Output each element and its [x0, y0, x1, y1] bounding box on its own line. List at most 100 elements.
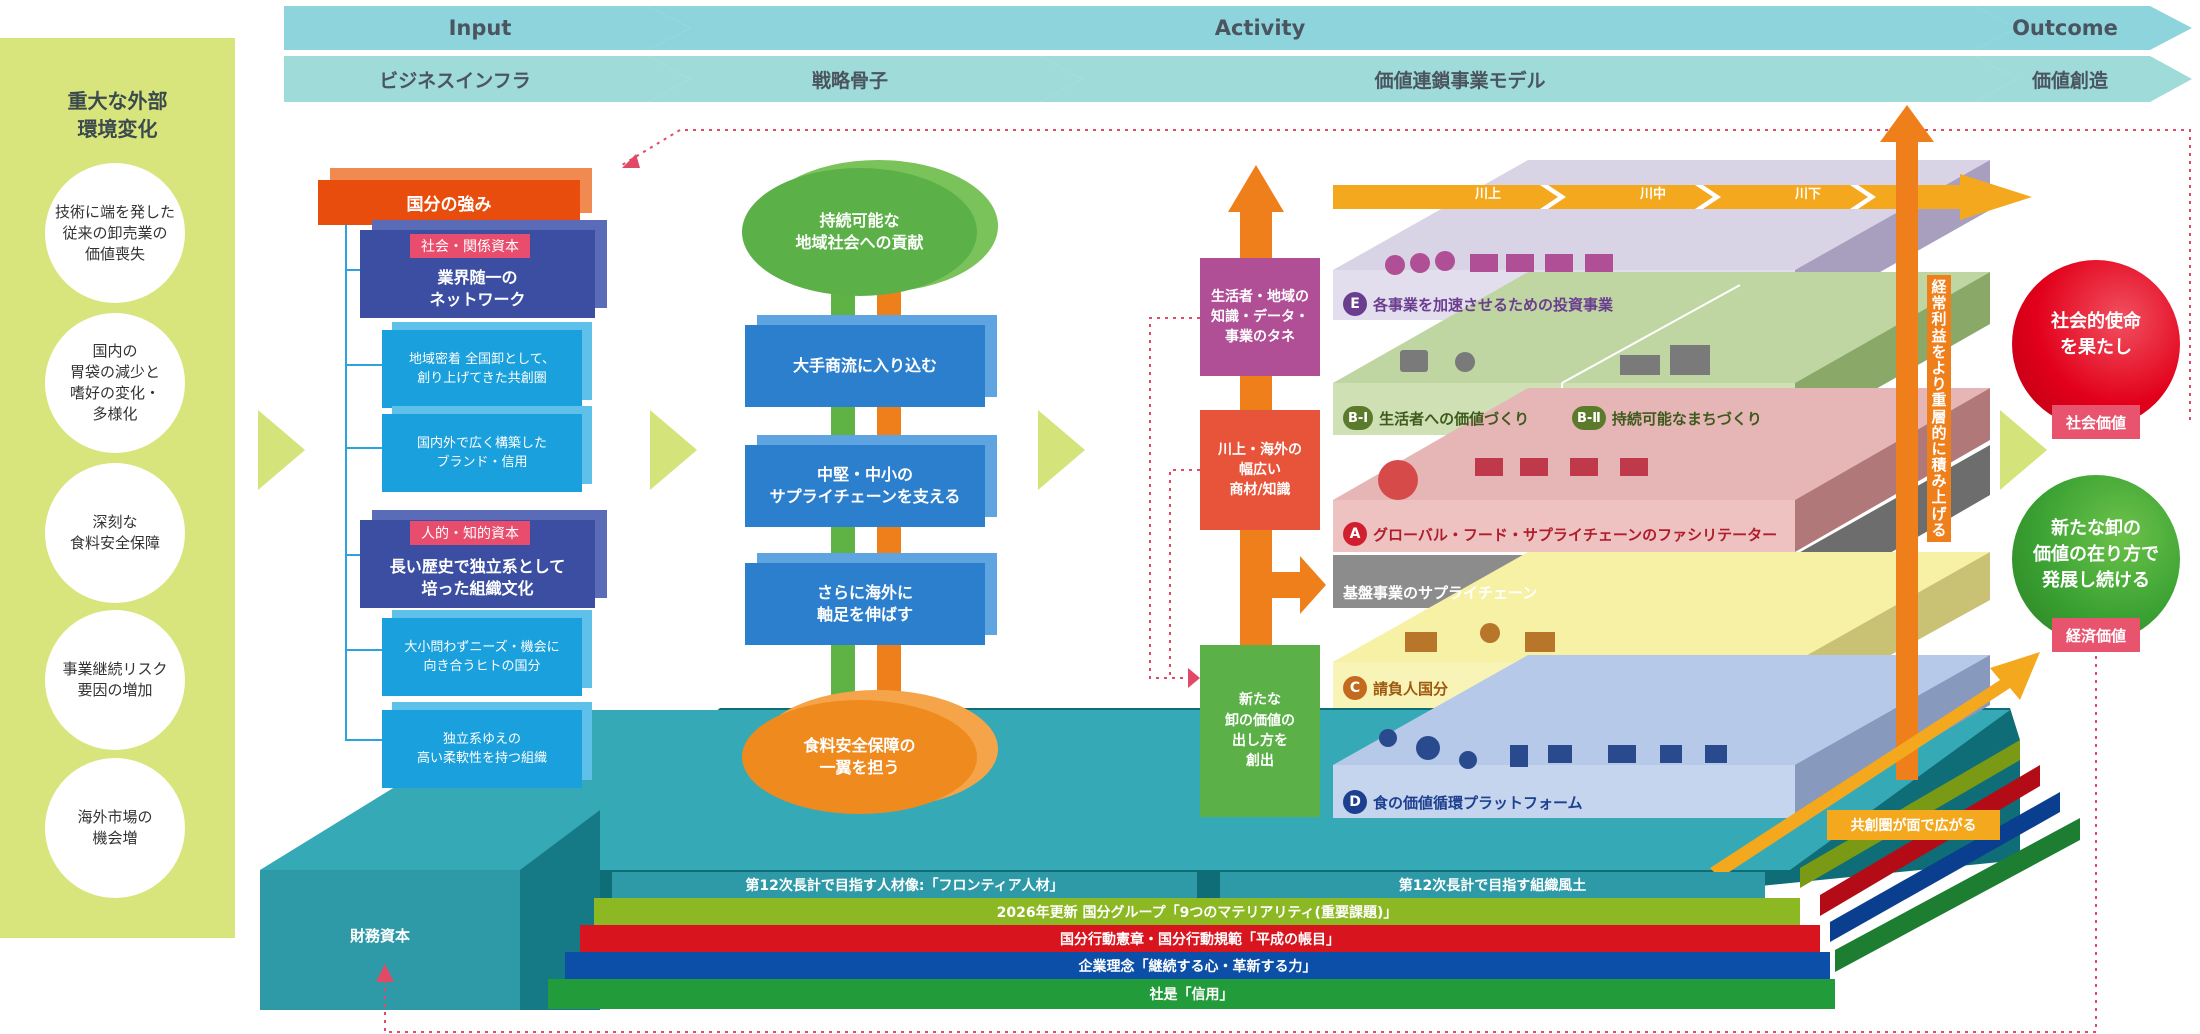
strengths-title: 国分の強み: [318, 180, 580, 225]
layer-d: D 食の価値循環プラットフォーム: [1343, 790, 1583, 814]
stream-midstream: 川中: [1640, 187, 1667, 202]
side-link-arrowhead: [1188, 668, 1200, 688]
layer-c-label: 請負人国分: [1373, 679, 1449, 698]
layer-base-label: 基盤事業のサプライチェーン: [1343, 584, 1538, 602]
stream-downstream: 川下: [1795, 187, 1822, 202]
strategy-bottom-goal: 食料安全保障の 一翼を担う: [742, 700, 977, 814]
external-item: 事業継続リスク 要因の増加: [45, 610, 185, 750]
flow-chevron-1: [258, 410, 305, 490]
layer-e-badge: E: [1343, 292, 1367, 316]
strategy-step: さらに海外に 軸足を伸ばす: [745, 563, 985, 645]
layer-b2-badge: B-Ⅱ: [1572, 406, 1606, 430]
profit-arrow-label: 経常利益をより重層的に積み上げる: [1927, 275, 1951, 542]
outcome-economic-tag: 経済価値: [2052, 618, 2140, 652]
layer-b2-label: 持続可能なまちづくり: [1611, 409, 1762, 428]
header-strategy: 戦略骨子: [811, 69, 888, 92]
strength-item: 大小問わずニーズ・機会に 向き合うヒトの国分: [382, 618, 582, 696]
band-motto: 社是「信用」: [548, 979, 1835, 1009]
strength-item: 国内外で広く構築した ブランド・信用: [382, 414, 582, 492]
band-code-of-conduct: 国分行動憲章・国分行動規範「平成の帳目」: [580, 925, 1820, 952]
outcome-economic-circle: [2012, 475, 2180, 643]
input-chevron: [284, 6, 690, 50]
bar-frontier-talent: 第12次長計で目指す人材像:「フロンティア人材」: [612, 872, 1197, 898]
strategy-step: 中堅・中小の サプライチェーンを支える: [745, 445, 985, 527]
external-item: 国内の 胃袋の減少と 嗜好の変化・ 多様化: [45, 313, 185, 453]
strength-bracket: [345, 210, 385, 741]
feedback-arrowhead-bottom: [376, 964, 394, 982]
strategy-step: 大手商流に入り込む: [745, 325, 985, 407]
layer-e-label: 各事業を加速させるための投資事業: [1373, 295, 1614, 314]
strategy-top-goal: 持続可能な 地域社会への貢献: [742, 168, 977, 296]
band-dkgreen-side: [1835, 818, 2080, 972]
outcome-social-circle: [2012, 260, 2180, 428]
strength-item: 独立系ゆえの 高い柔軟性を持つ組織: [382, 710, 582, 788]
layer-d-label: 食の価値循環プラットフォーム: [1373, 793, 1583, 812]
side-link-2: [1169, 469, 1200, 678]
right-arrow-small: [1272, 556, 1326, 614]
up-arrow-head: [1228, 165, 1284, 212]
strength-head-culture: 長い歴史で独立系として 培った組織文化: [389, 557, 566, 598]
layer-b1: B-Ⅰ 生活者への価値づくり: [1343, 406, 1529, 430]
model-chevron: [1040, 56, 2017, 102]
outcome-social-text: 社会的使命 を果たし: [2051, 310, 2141, 358]
side-box-new-value: 新たな 卸の価値の 出し方を 創出: [1200, 645, 1320, 817]
layer-b2: B-Ⅱ 持続可能なまちづくり: [1572, 406, 1762, 430]
outcome-chevron: [1975, 6, 2192, 50]
capital-tag-social: 社会・関係資本: [410, 234, 530, 258]
header-business-infra: ビジネスインフラ: [379, 69, 531, 92]
strength-head-network: 業界随一の ネットワーク: [429, 268, 526, 309]
flow-chevron-4: [2000, 410, 2047, 490]
layer-a-label: グローバル・フード・サプライチェーンのファシリテーター: [1373, 525, 1778, 544]
layer-a-icons: [1378, 458, 1648, 500]
feedback-line-bottom: [384, 640, 2097, 1033]
layer-e-icons: [1385, 251, 1613, 275]
layer-c-badge: C: [1343, 676, 1367, 700]
layer-d-badge: D: [1343, 790, 1367, 814]
band-materiality: 2026年更新 国分グループ「9つのマテリアリティ(重要課題)」: [594, 898, 1800, 925]
profit-arrow-head: [1880, 105, 1934, 142]
layer-b1-badge: B-Ⅰ: [1343, 406, 1374, 430]
header-input: Input: [448, 16, 512, 40]
external-item: 深刻な 食料安全保障: [45, 463, 185, 603]
feedback-line-top: [621, 129, 2191, 420]
external-item: 技術に端を発した 従来の卸売業の 価値喪失: [45, 163, 185, 303]
profit-arrow-shaft: [1896, 140, 1918, 780]
outcome-social-tag: 社会価値: [2052, 405, 2140, 439]
header-outcome: Outcome: [2012, 16, 2118, 40]
platform-front: [260, 870, 520, 1010]
financial-capital: 財務資本: [350, 927, 411, 945]
side-link-1: [1149, 317, 1200, 679]
layer-c-icons: [1405, 623, 1555, 652]
layer-b-icons: [1400, 345, 1710, 375]
expand-label: 共創圏が面で広がる: [1827, 810, 2000, 840]
strategy-chevron: [648, 56, 1082, 102]
layer-a-badge: A: [1343, 522, 1367, 546]
layer-c: C 請負人国分: [1343, 676, 1448, 700]
external-item: 海外市場の 機会増: [45, 758, 185, 898]
band-red-side: [1820, 765, 2040, 916]
header-value-creation: 価値創造: [2031, 69, 2108, 92]
flow-chevron-3: [1038, 410, 1085, 490]
layer-a: A グローバル・フード・サプライチェーンのファシリテーター: [1343, 522, 1777, 546]
flow-chevron-2: [650, 410, 697, 490]
outcome-economic-text: 新たな卸の 価値の在り方で 発展し続ける: [2033, 517, 2159, 592]
capital-tag-human: 人的・知的資本: [410, 521, 530, 545]
band-philosophy: 企業理念「継続する心・革新する力」: [565, 952, 1830, 979]
header-chevrons: [284, 6, 2192, 102]
layer-b1-label: 生活者への価値づくり: [1379, 409, 1530, 428]
expand-arrow: [1710, 652, 2040, 878]
feedback-arrowhead-top: [622, 154, 640, 168]
layer-d-icons: [1379, 729, 1727, 769]
infra-chevron: [284, 56, 690, 102]
band-blue-side: [1830, 792, 2060, 942]
header-activity: Activity: [1214, 16, 1306, 40]
external-title: 重大な外部 環境変化: [67, 89, 168, 141]
activity-chevron: [648, 6, 2017, 50]
stream-upstream: 川上: [1475, 187, 1502, 202]
value-chevron: [1975, 56, 2192, 102]
header-value-chain-model: 価値連鎖事業モデル: [1374, 69, 1546, 92]
strength-item: 地域密着 全国卸として、 創り上げてきた共創圏: [382, 330, 582, 408]
side-box-products: 川上・海外の 幅広い 商材/知識: [1200, 410, 1320, 530]
layer-e: E 各事業を加速させるための投資事業: [1343, 292, 1613, 316]
